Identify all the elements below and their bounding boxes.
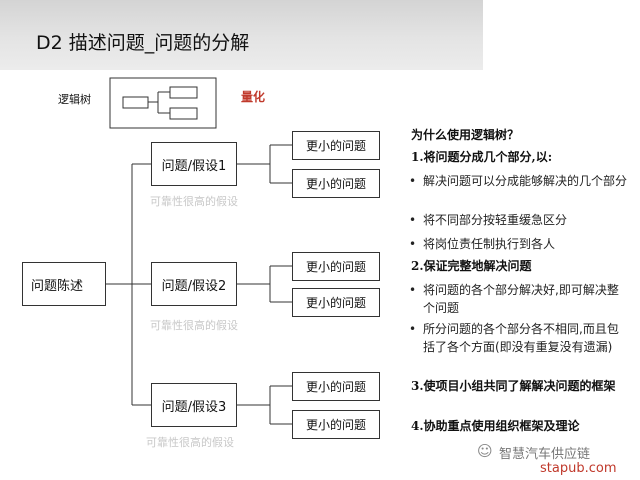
bullet-1-2: •将不同部分按轻重缓急区分 (409, 213, 568, 227)
bullet-1-3: •将岗位责任制执行到各人 (409, 237, 556, 251)
bullet-2-2-text: 所分问题的各个部分各不相同,而且包括了各个方面(即没有重复没有遗漏) (423, 322, 619, 354)
bullet-2-2: •所分问题的各个部分各不相同,而且包括了各个方面(即没有重复没有遗漏) (409, 322, 619, 354)
watermark-url: stapub.com (540, 461, 617, 476)
bullet-1-1-text: 解决问题可以分成能够解决的几个部分 (423, 174, 628, 188)
hypothesis-note-2: 可靠性很高的假设 (150, 319, 238, 332)
legend-label: 逻辑树 (58, 93, 91, 106)
bullet-1-1: •解决问题可以分成能够解决的几个部分 (409, 174, 628, 188)
page-title: D2 描述问题_问题的分解 (36, 32, 250, 54)
subproblem-box-2a: 更小的问题 (292, 252, 380, 281)
section-title-2: 2.保证完整地解决问题 (411, 259, 532, 273)
hypothesis-note-1: 可靠性很高的假设 (150, 195, 238, 208)
bullet-1-3-text: 将岗位责任制执行到各人 (423, 237, 556, 251)
section-title-3: 3.使项目小组共同了解解决问题的框架 (411, 379, 616, 393)
bullet-2-1-text: 将问题的各个部分解决好,即可解决整个问题 (423, 283, 619, 315)
bullet-2-1: •将问题的各个部分解决好,即可解决整个问题 (409, 283, 619, 315)
wechat-icon: ☺ (477, 442, 493, 460)
hypothesis-box-1: 问题/假设1 (151, 142, 237, 186)
subproblem-box-3b: 更小的问题 (292, 410, 380, 439)
subproblem-box-3a: 更小的问题 (292, 372, 380, 401)
title-band: D2 描述问题_问题的分解 (0, 0, 483, 70)
subproblem-box-1b: 更小的问题 (292, 169, 380, 198)
watermark-wechat-name: 智慧汽车供应链 (499, 447, 591, 462)
bullet-1-2-text: 将不同部分按轻重缓急区分 (423, 213, 568, 227)
section-title-1: 1.将问题分成几个部分,以: (411, 150, 553, 164)
hypothesis-box-3: 问题/假设3 (151, 383, 237, 427)
subproblem-box-2b: 更小的问题 (292, 288, 380, 317)
hypothesis-box-2: 问题/假设2 (151, 262, 237, 306)
section-title-4: 4.协助重点使用组织框架及理论 (411, 419, 580, 433)
root-problem-box: 问题陈述 (22, 262, 106, 306)
hypothesis-note-3: 可靠性很高的假设 (146, 436, 234, 449)
panel-heading: 为什么使用逻辑树？ (411, 128, 520, 142)
subproblem-box-1a: 更小的问题 (292, 131, 380, 160)
quantify-label: 量化 (241, 90, 266, 104)
